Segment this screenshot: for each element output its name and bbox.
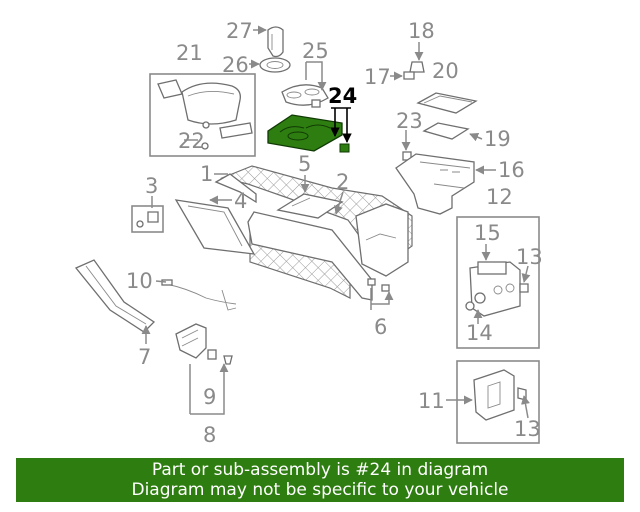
- part-1-side-rail: [214, 173, 257, 204]
- part-24-console-tray: [267, 114, 350, 153]
- callout-9: 9: [203, 385, 216, 409]
- callout-14: 14: [466, 321, 493, 345]
- part-21-armrest-lid: [157, 79, 253, 150]
- callout-17: 17: [364, 65, 391, 89]
- callout-15: 15: [474, 221, 501, 245]
- callout-13-top: 13: [516, 245, 543, 269]
- part-10-cable: [161, 279, 237, 311]
- callout-23: 23: [396, 109, 423, 133]
- callout-25: 25: [302, 39, 329, 63]
- callout-27: 27: [226, 19, 253, 43]
- banner-line-1: Part or sub-assembly is #24 in diagram: [151, 460, 489, 480]
- callout-8: 8: [203, 423, 216, 447]
- callout-2: 2: [336, 170, 349, 194]
- part-7-air-duct: [74, 259, 156, 333]
- highlight-banner: Part or sub-assembly is #24 in diagram D…: [16, 458, 624, 502]
- leader-lines: [141, 25, 531, 419]
- group-box-11: [456, 360, 540, 444]
- parts-diagram: 27 25 26 21 24 22 18 17 20 23 19 16 1 5 …: [74, 19, 543, 447]
- callout-labels: 27 25 26 21 24 22 18 17 20 23 19 16 1 5 …: [126, 19, 543, 447]
- part-12-switch-panel: [465, 261, 529, 317]
- group-box-21: [149, 73, 256, 157]
- part-27-shift-knob: [267, 26, 284, 58]
- group-box-12: [456, 216, 540, 349]
- callout-3: 3: [145, 174, 158, 198]
- part-2-console-body: [219, 165, 413, 301]
- part-9-bracket: [175, 323, 233, 365]
- callout-10: 10: [126, 269, 153, 293]
- banner-line-2: Diagram may not be specific to your vehi…: [131, 480, 509, 500]
- callout-4: 4: [234, 189, 247, 213]
- part-16-rear-console: [395, 153, 475, 215]
- part-4-side-cover: [174, 199, 256, 255]
- callout-22: 22: [178, 129, 205, 153]
- part-5-shift-panel: [276, 193, 344, 219]
- callout-13-bottom: 13: [514, 417, 541, 441]
- callout-18: 18: [408, 19, 435, 43]
- part-20-tray-mat: [416, 92, 478, 114]
- callout-24: 24: [328, 84, 357, 108]
- part-3-bracket: [131, 205, 164, 233]
- part-26-shift-boot: [259, 57, 291, 73]
- callout-7: 7: [138, 345, 151, 369]
- part-11-panel: [473, 369, 527, 421]
- callout-26: 26: [222, 53, 249, 77]
- callout-21: 21: [176, 41, 203, 65]
- part-17-clip: [403, 71, 415, 80]
- callout-16: 16: [498, 158, 525, 182]
- callout-6: 6: [374, 315, 387, 339]
- callout-1: 1: [200, 162, 213, 186]
- callout-20: 20: [432, 59, 459, 83]
- callout-12: 12: [486, 185, 513, 209]
- callout-11: 11: [418, 389, 445, 413]
- part-18-clip: [409, 61, 425, 73]
- part-19-mat: [422, 122, 470, 140]
- callout-19: 19: [484, 127, 511, 151]
- callout-5: 5: [298, 152, 311, 176]
- part-25-cup-holder: [281, 84, 329, 108]
